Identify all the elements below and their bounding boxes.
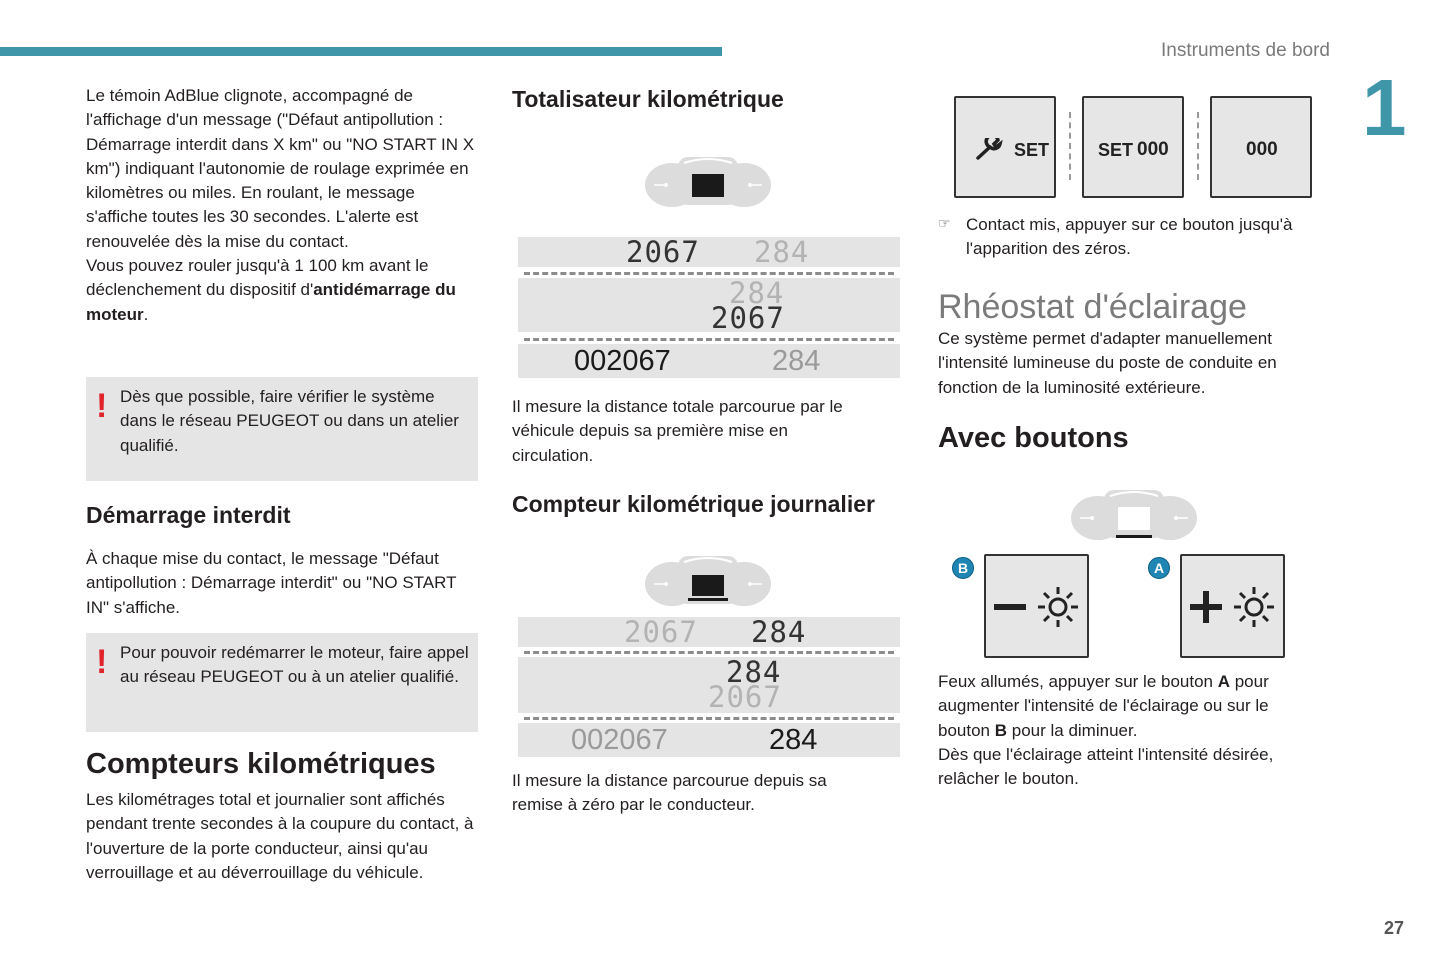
instrument-cluster-icon xyxy=(645,157,771,207)
intro2-post: . xyxy=(143,304,149,324)
demarrage-heading: Démarrage interdit xyxy=(86,502,291,528)
adblue-intro: Le témoin AdBlue clignote, accompagné de… xyxy=(86,84,478,327)
journalier-body: Il mesure la distance parcourue depuis s… xyxy=(512,769,882,818)
totalisateur-text: Il mesure la distance totale parcourue p… xyxy=(512,397,843,465)
warning-icon: ! xyxy=(96,643,108,681)
totalisateur-heading: Totalisateur kilométrique xyxy=(512,86,784,112)
demarrage-text: À chaque mise du contact, le message "Dé… xyxy=(86,549,457,617)
divider xyxy=(524,272,894,275)
boutons-section: Avec boutons xyxy=(938,421,1338,455)
badge-a: A xyxy=(1148,557,1170,579)
feux-part: pour augmenter l'intensité de l'éclairag… xyxy=(938,672,1269,740)
adblue-intro-text: Le témoin AdBlue clignote, accompagné de… xyxy=(86,86,475,251)
brightness-up-button[interactable] xyxy=(1180,554,1285,658)
divider xyxy=(524,651,894,654)
totalisateur-section: Totalisateur kilométrique xyxy=(512,85,912,113)
zero-button[interactable]: 000 xyxy=(1210,96,1312,198)
set-label: SET xyxy=(1098,140,1134,160)
journalier-section: Compteur kilométrique journalier xyxy=(512,490,912,518)
feux-part: Feux allumés, appuyer sur le bouton xyxy=(938,672,1218,691)
lcd-value: 284 xyxy=(729,276,785,310)
warning-box-2: ! Pour pouvoir redémarrer le moteur, fai… xyxy=(86,633,478,732)
lcd-value: 2067 xyxy=(624,615,698,649)
zero-value: 000 xyxy=(1137,139,1169,160)
brightness-icon xyxy=(1234,587,1274,627)
chapter-number: 1 xyxy=(1362,63,1407,152)
lcd-row-3: 002067 284 xyxy=(518,344,900,378)
compteurs-body: Les kilométrages total et journalier son… xyxy=(86,788,478,885)
feux-bold-b: B xyxy=(994,720,1008,740)
feux-body: Feux allumés, appuyer sur le bouton A po… xyxy=(938,670,1318,791)
separator xyxy=(1069,112,1071,180)
lcd-row-1: 2067 284 xyxy=(518,617,900,647)
rheostat-text: Ce système permet d'adapter manuellement… xyxy=(938,329,1277,397)
feux-bold-a: A xyxy=(1217,672,1230,691)
lcd-value: 284 xyxy=(754,235,810,269)
odometer-trip: 284 xyxy=(772,345,821,377)
divider xyxy=(524,717,894,720)
intro2-pre: Vous pouvez rouler jusqu'à 1 100 km avan… xyxy=(86,256,429,300)
rheostat-body: Ce système permet d'adapter manuellement… xyxy=(938,327,1318,400)
warning-2-text: Pour pouvoir redémarrer le moteur, faire… xyxy=(120,643,469,687)
warning-icon: ! xyxy=(96,387,108,425)
boutons-heading: Avec boutons xyxy=(938,422,1129,454)
instrument-cluster-icon xyxy=(645,556,771,606)
odometer-total: 002067 xyxy=(574,345,671,377)
brightness-down-button[interactable] xyxy=(984,554,1089,658)
rheostat-section: Rhéostat d'éclairage xyxy=(938,287,1338,327)
compteurs-section: Compteurs kilométriques xyxy=(86,747,478,781)
set-reset-button[interactable]: SET 000 xyxy=(1082,96,1184,198)
demarrage-body: À chaque mise du contact, le message "Dé… xyxy=(86,547,478,620)
lcd-value: 2067 xyxy=(708,680,782,714)
wrench-icon xyxy=(976,138,1003,160)
intro2-bold: antidémarrage du moteur xyxy=(86,280,456,324)
rheostat-heading: Rhéostat d'éclairage xyxy=(938,288,1247,326)
lcd-value: 2067 xyxy=(626,235,700,269)
journalier-heading: Compteur kilométrique journalier xyxy=(512,491,875,517)
header-accent-bar xyxy=(0,47,722,56)
set-button[interactable]: SET xyxy=(954,96,1056,198)
warning-1-text: Dès que possible, faire vérifier le syst… xyxy=(120,387,459,455)
instrument-cluster-icon xyxy=(1071,490,1197,540)
journalier-text: Il mesure la distance parcourue depuis s… xyxy=(512,771,827,815)
lcd-value: 284 xyxy=(726,655,782,689)
lcd-row-1: 2067 284 xyxy=(518,237,900,267)
zero-value: 000 xyxy=(1246,139,1278,160)
contact-text: Contact mis, appuyer sur ce bouton jusqu… xyxy=(966,215,1293,259)
odometer-trip: 284 xyxy=(769,724,818,756)
odometer-display-trip: 2067 284 284 2067 002067 284 xyxy=(518,617,900,757)
badge-b: B xyxy=(952,557,974,579)
lcd-row-2: 284 2067 xyxy=(518,276,900,335)
compteurs-text: Les kilométrages total et journalier son… xyxy=(86,790,474,882)
relacher-text: Dès que l'éclairage atteint l'intensité … xyxy=(938,744,1274,789)
odometer-total: 002067 xyxy=(571,724,668,756)
feux-text: Feux allumés, appuyer sur le bouton A po… xyxy=(938,670,1318,743)
section-title: Instruments de bord xyxy=(1161,40,1330,61)
adblue-intro-text-2: Vous pouvez rouler jusqu'à 1 100 km avan… xyxy=(86,254,478,327)
lcd-row-3: 002067 284 xyxy=(518,723,900,757)
divider xyxy=(524,338,894,341)
totalisateur-body: Il mesure la distance totale parcourue p… xyxy=(512,395,862,468)
odometer-display-total: 2067 284 284 2067 002067 284 xyxy=(518,237,900,378)
compteurs-heading: Compteurs kilométriques xyxy=(86,748,436,780)
pointing-hand-icon: ☞ xyxy=(938,215,951,231)
minus-icon xyxy=(994,587,1078,627)
lcd-value: 2067 xyxy=(711,301,785,335)
brightness-icon xyxy=(1038,587,1078,627)
separator xyxy=(1197,112,1199,180)
feux-part: pour la diminuer. xyxy=(1007,720,1138,740)
plus-icon xyxy=(1190,587,1274,627)
warning-box-1: ! Dès que possible, faire vérifier le sy… xyxy=(86,377,478,481)
lcd-value: 284 xyxy=(751,615,807,649)
page-number: 27 xyxy=(1383,918,1404,938)
set-label: SET xyxy=(1014,140,1050,160)
demarrage-section: Démarrage interdit xyxy=(86,501,478,529)
lcd-row-2: 284 2067 xyxy=(518,657,900,713)
